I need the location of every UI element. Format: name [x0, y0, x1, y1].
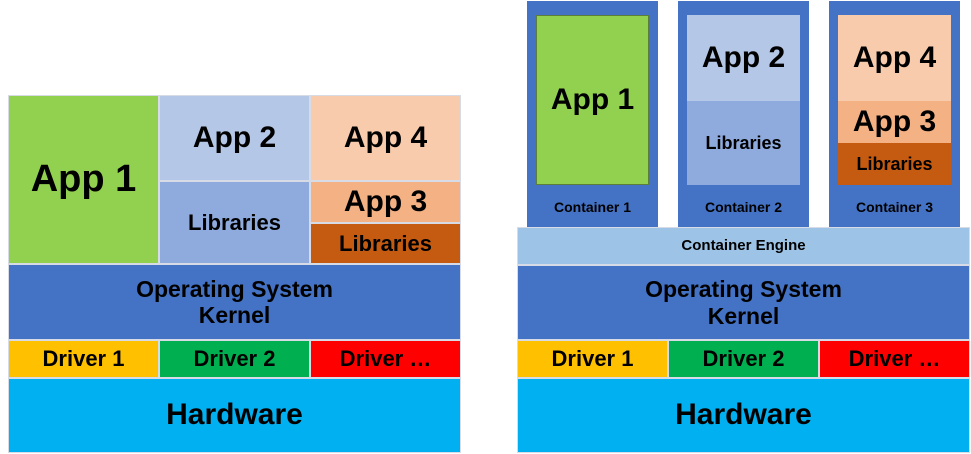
left-driver-3: Driver … [310, 340, 461, 378]
right-driver-2: Driver 2 [668, 340, 819, 378]
container-2-label: Container 2 [704, 198, 782, 215]
container-2-box: App 2 Libraries Container 2 [678, 1, 809, 227]
left-app3-libraries-block: Libraries [310, 223, 461, 264]
container-3-label: Container 3 [855, 198, 933, 215]
left-app2-libraries-block: Libraries [159, 181, 310, 264]
container-1-label: Container 1 [553, 198, 631, 215]
left-os-kernel-block: Operating System Kernel [8, 264, 461, 340]
right-driver-1: Driver 1 [517, 340, 668, 378]
right-hardware-block: Hardware [517, 378, 970, 453]
container-1-app1-block: App 1 [536, 15, 649, 185]
left-app3-block: App 3 [310, 181, 461, 223]
right-os-kernel-block: Operating System Kernel [517, 265, 970, 340]
left-app4-block: App 4 [310, 95, 461, 181]
right-driver-3: Driver … [819, 340, 970, 378]
left-driver-2: Driver 2 [159, 340, 310, 378]
container-2-app2-block: App 2 [687, 15, 800, 101]
left-app1-block: App 1 [8, 95, 159, 264]
container-2-libraries-block: Libraries [687, 101, 800, 185]
container-3-app4-block: App 4 [838, 15, 951, 101]
left-hardware-block: Hardware [8, 378, 461, 453]
container-3-libraries-block: Libraries [838, 143, 951, 185]
left-driver-1: Driver 1 [8, 340, 159, 378]
left-app2-block: App 2 [159, 95, 310, 181]
container-1-box: App 1 Container 1 [527, 1, 658, 227]
container-engine-block: Container Engine [517, 227, 970, 265]
container-3-app3-block: App 3 [838, 101, 951, 143]
container-3-box: App 4 App 3 Libraries Container 3 [829, 1, 960, 227]
